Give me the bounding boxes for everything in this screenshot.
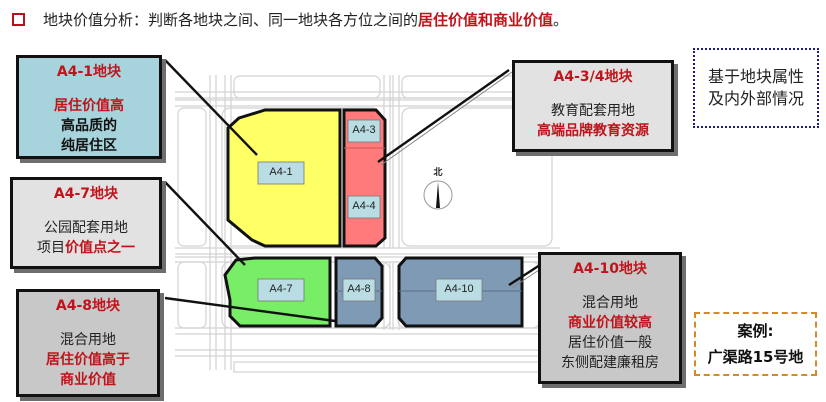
callout-line: 居住价值高于 [46,352,130,368]
heading-highlight: 居住价值和商业价值 [418,10,554,29]
case-name: 广渠路15号地 [707,348,804,366]
heading-end: 。 [553,10,569,29]
callout-title: A4-8地块 [55,298,121,314]
callout-a4-10: A4-10地块 混合用地 商业价值较高 居住价值一般 东侧配建廉租房 [538,252,682,384]
callout-line: 商业价值较高 [541,313,679,333]
basis-note-box: 基于地块属性 及内外部情况 [693,48,819,128]
callout-a4-7: A4-7地块 公园配套用地 项目价值点之一 [10,177,162,269]
callout-a4-8: A4-8地块 混合用地 居住价值高于 商业价值 [16,289,160,397]
callout-line: 纯居住区 [61,138,117,154]
callout-a4-3-4: A4-3/4地块 教育配套用地 高端品牌教育资源 [512,60,674,152]
square-bullet-icon [12,12,25,26]
plot-label-a4-3: A4-3 [352,124,376,136]
leader-lines [164,59,541,323]
plot-label-a4-7: A4-7 [269,283,293,295]
callout-line: 高品质的 [61,118,117,134]
north-label: 北 [433,168,443,178]
case-label: 案例: [737,322,774,340]
callout-line: 教育配套用地 [551,103,635,119]
callout-highlight: 商业价值 [568,315,624,331]
plot-label-a4-8: A4-8 [347,283,371,295]
callout-line: 公园配套用地 [44,220,128,236]
page-heading: 地块价值分析：判断各地块之间、同一地块各方位之间的 居住价值和商业价值 。 [12,8,568,30]
callout-a4-1: A4-1地块 居住价值高 高品质的 纯居住区 [16,55,162,159]
callout-line: 居住价值高 [54,98,124,114]
callout-title: A4-1地块 [56,64,122,80]
heading-text: 地块价值分析：判断各地块之间、同一地块各方位之间的 [43,10,419,29]
callout-line: 项目价值点之一 [13,238,159,258]
callout-line: 高端品牌教育资源 [537,123,649,139]
callout-line: 混合用地 [582,295,638,311]
callout-line: 商业价值 [60,372,116,388]
callout-text: 较高 [624,315,652,331]
plot-label-a4-10: A4-10 [444,283,474,295]
callout-text: 项目 [37,240,65,256]
callout-highlight: 价值点之一 [65,240,135,256]
plot-label-a4-1: A4-1 [269,166,293,178]
plot-label-a4-4: A4-4 [352,200,376,212]
case-note-box: 案例: 广渠路15号地 [694,312,817,376]
callout-title: A4-3/4地块 [553,69,633,85]
callout-title: A4-10地块 [573,261,647,277]
basis-note-line: 及内外部情况 [707,89,804,108]
callout-line: 混合用地 [60,332,116,348]
callout-line: 东侧配建廉租房 [561,355,659,371]
callout-line: 居住价值一般 [568,335,652,351]
callout-title: A4-7地块 [53,186,119,202]
basis-note-line: 基于地块属性 [707,67,804,86]
